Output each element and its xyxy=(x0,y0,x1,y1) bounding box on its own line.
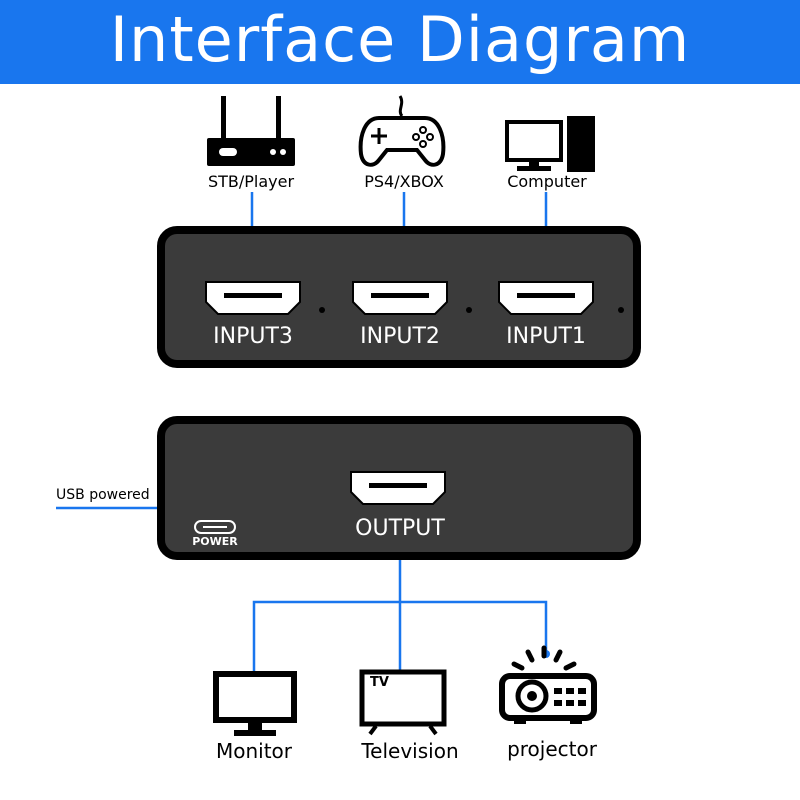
hdmi-port-output xyxy=(350,471,446,505)
router-icon xyxy=(207,96,295,166)
usb-powered-label: USB powered xyxy=(56,487,150,503)
monitor-icon xyxy=(213,671,297,736)
led-input3 xyxy=(319,307,325,313)
hdmi-port-input1 xyxy=(498,281,594,315)
hdmi-port-input2 xyxy=(352,281,448,315)
power-label: POWER xyxy=(192,535,238,548)
port-label-input1: INPUT1 xyxy=(506,324,586,349)
usb-c-port-icon xyxy=(194,520,236,534)
port-label-input3: INPUT3 xyxy=(213,324,293,349)
dest-label-projector: projector xyxy=(507,737,597,761)
port-label-output: OUTPUT xyxy=(355,516,445,541)
source-label-ps4: PS4/XBOX xyxy=(364,172,444,191)
port-label-input2: INPUT2 xyxy=(360,324,440,349)
title-banner xyxy=(0,0,800,84)
dest-label-television: Television xyxy=(361,739,459,763)
tv-icon xyxy=(359,669,447,736)
tv-screen-text: TV xyxy=(370,675,389,690)
source-label-computer: Computer xyxy=(507,172,587,191)
connector-output-branches xyxy=(252,600,548,672)
hdmi-port-input3 xyxy=(205,281,301,315)
dest-label-monitor: Monitor xyxy=(215,739,293,763)
computer-icon xyxy=(505,116,595,172)
gamepad-icon xyxy=(358,95,446,167)
led-input1 xyxy=(618,307,624,313)
led-input2 xyxy=(466,307,472,313)
page-title: Interface Diagram xyxy=(109,3,691,76)
source-label-stb: STB/Player xyxy=(207,172,295,191)
projector-icon xyxy=(499,645,597,724)
